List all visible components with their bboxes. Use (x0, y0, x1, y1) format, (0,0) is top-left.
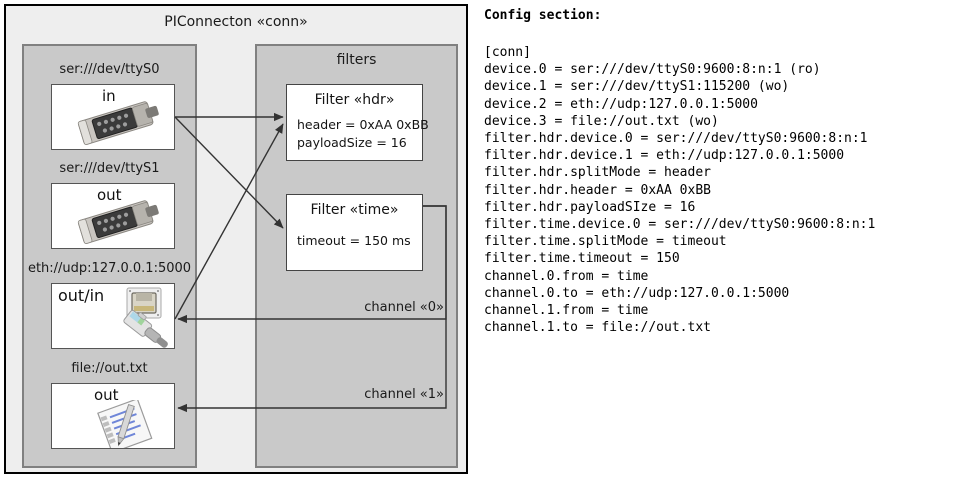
config-line: filter.hdr.payloadSIze = 16 (484, 199, 696, 215)
config-line: filter.time.device.0 = ser:///dev/ttyS0:… (484, 217, 876, 233)
device-card-label-out-in: out/in (58, 286, 105, 305)
filter-box-hdr[interactable]: Filter «hdr» header = 0xAA 0xBB payloadS… (286, 84, 429, 161)
filter-time-title: Filter «time» (310, 202, 399, 218)
piconnector-diagram: PIConnecton «conn» filters ser:///dev/tt… (4, 4, 468, 474)
device-card-ttyS0[interactable]: in (51, 84, 175, 150)
diagram-title: PIConnecton «conn» (164, 14, 308, 30)
filters-group-title: filters (336, 52, 377, 68)
text-document-icon (97, 400, 153, 448)
config-line: filter.hdr.splitMode = header (484, 165, 711, 181)
filter-time-prop-timeout: timeout = 150 ms (297, 233, 411, 248)
config-line: channel.1.to = file://out.txt (484, 320, 711, 336)
config-line: channel.1.from = time (484, 303, 649, 319)
device-caption-eth: eth://udp:127.0.0.1:5000 (27, 261, 192, 276)
config-line: filter.time.timeout = 150 (484, 251, 680, 267)
device-card-eth[interactable]: out/in (51, 283, 175, 349)
device-card-label-out: out (97, 186, 122, 204)
serial-db9-icon (77, 200, 159, 244)
config-panel: Config section: [conn] device.0 = ser:///… (482, 0, 962, 484)
ethernet-rj45-icon (123, 287, 168, 348)
device-caption-ttyS1: ser:///dev/ttyS1 (59, 161, 160, 176)
config-line: device.2 = eth://udp:127.0.0.1:5000 (484, 96, 758, 112)
config-heading: Config section: (484, 8, 602, 23)
config-line: [conn] (484, 45, 531, 60)
device-card-label-out-file: out (94, 386, 119, 404)
config-lines-list: [conn] device.0 = ser:///dev/ttyS0:9600:8… (484, 44, 875, 336)
device-card-ttyS1[interactable]: out (51, 183, 175, 249)
device-card-label-in: in (102, 87, 116, 105)
channel-1-label: channel «1» (364, 387, 444, 402)
device-caption-file: file://out.txt (71, 361, 148, 376)
config-line: channel.0.to = eth://udp:127.0.0.1:5000 (484, 285, 790, 301)
filter-hdr-title: Filter «hdr» (314, 92, 395, 108)
config-line: device.1 = ser:///dev/ttyS1:115200 (wo) (484, 79, 790, 95)
config-line: filter.hdr.device.0 = ser:///dev/ttyS0:9… (484, 131, 868, 147)
device-caption-ttyS0: ser:///dev/ttyS0 (59, 62, 160, 77)
filter-hdr-prop-payloadsize: payloadSize = 16 (297, 135, 407, 150)
config-line: filter.time.splitMode = timeout (484, 234, 727, 250)
config-line: channel.0.from = time (484, 268, 649, 284)
filter-hdr-prop-header: header = 0xAA 0xBB (297, 117, 429, 132)
config-line: device.3 = file://out.txt (wo) (484, 113, 719, 129)
channel-0-label: channel «0» (364, 300, 444, 315)
filter-box-time[interactable]: Filter «time» timeout = 150 ms (286, 194, 423, 271)
config-line: filter.hdr.device.1 = eth://udp:127.0.0.… (484, 148, 845, 164)
config-line: device.0 = ser:///dev/ttyS0:9600:8:n:1 (… (484, 62, 821, 78)
device-card-file[interactable]: out (51, 383, 175, 449)
serial-db9-icon (77, 101, 159, 145)
config-line: filter.hdr.header = 0xAA 0xBB (484, 182, 711, 198)
